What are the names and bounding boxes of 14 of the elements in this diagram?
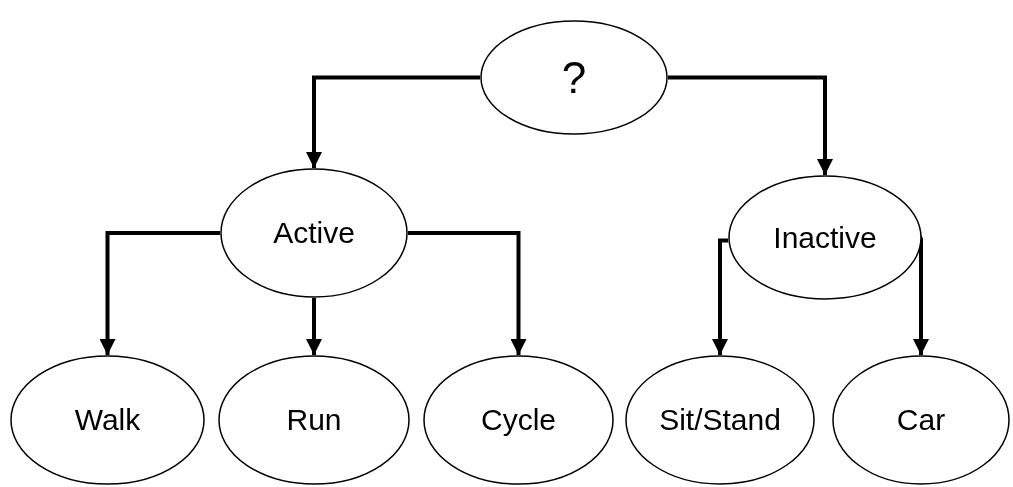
node-label: Cycle [481, 403, 556, 437]
node-label: Inactive [773, 220, 877, 255]
arrow [306, 75, 480, 168]
arrow [306, 298, 322, 355]
node-label: Active [273, 216, 355, 250]
node-label: Walk [74, 403, 141, 437]
node-label: Sit/Stand [659, 403, 781, 437]
arrow [668, 75, 833, 175]
arrow [712, 238, 729, 355]
arrow [408, 231, 527, 355]
node-label: Car [896, 403, 946, 437]
node-label: ? [561, 52, 587, 103]
arrow [99, 231, 220, 355]
node-label: Run [286, 403, 342, 437]
